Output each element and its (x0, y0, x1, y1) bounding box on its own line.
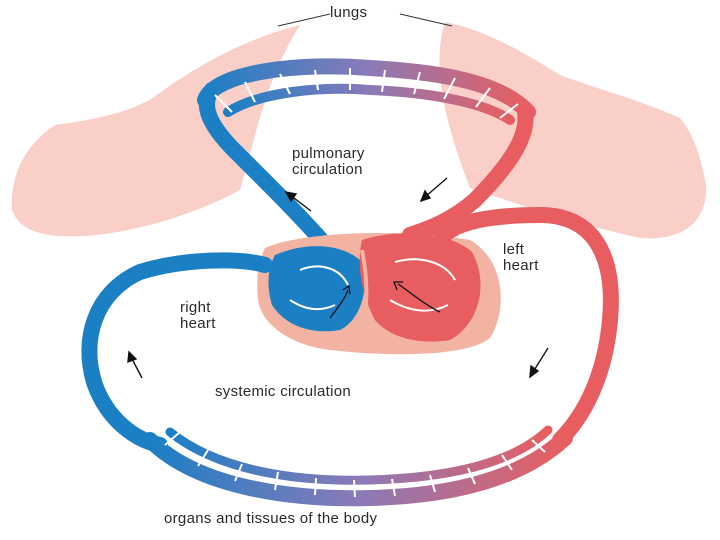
right-heart-line1: right (180, 299, 211, 316)
pulmonary-line2: circulation (292, 160, 363, 178)
lungs-label: lungs (330, 4, 368, 21)
pulmonary-circulation-label: pulmonary circulation (292, 146, 365, 178)
pulmonary-capillary-mesh (214, 68, 519, 119)
vena-cava-vessel (81, 252, 273, 453)
heart-flow-arrows (329, 281, 441, 319)
left-heart-line1: left (503, 241, 525, 258)
organs-tissues-label: organs and tissues of the body (164, 510, 378, 527)
left-heart-label: left heart (503, 242, 539, 274)
systemic-capillary-inner (165, 425, 553, 485)
arrow-systemic-up-icon (127, 350, 143, 379)
lungs-leader-left (277, 13, 331, 27)
left-heart-chamber (359, 233, 481, 342)
right-heart-line2: heart (180, 314, 216, 332)
systemic-circulation-label: systemic circulation (215, 383, 352, 400)
left-lung (11, 25, 300, 237)
pulmonary-capillary-inner (223, 83, 515, 125)
systemic-capillary-arc (142, 430, 573, 507)
pulmonary-line1: pulmonary (292, 145, 365, 162)
arrow-pulmonary-out-icon (284, 191, 312, 212)
right-heart-chamber (268, 246, 365, 332)
arrow-pulmonary-in-icon (419, 177, 448, 203)
left-heart-line2: heart (503, 256, 539, 274)
lungs-leader-right (399, 13, 453, 27)
pulmonary-capillary-arc (197, 58, 536, 120)
aorta-vessel (432, 206, 619, 448)
arrow-systemic-down-icon (529, 347, 549, 379)
right-heart-label: right heart (180, 300, 216, 332)
pulmonary-vein-vessel (402, 104, 534, 243)
heart-septum (358, 249, 369, 336)
right-lung (439, 22, 707, 239)
heart-inner-detail (289, 258, 456, 312)
systemic-capillary-mesh (164, 431, 546, 498)
